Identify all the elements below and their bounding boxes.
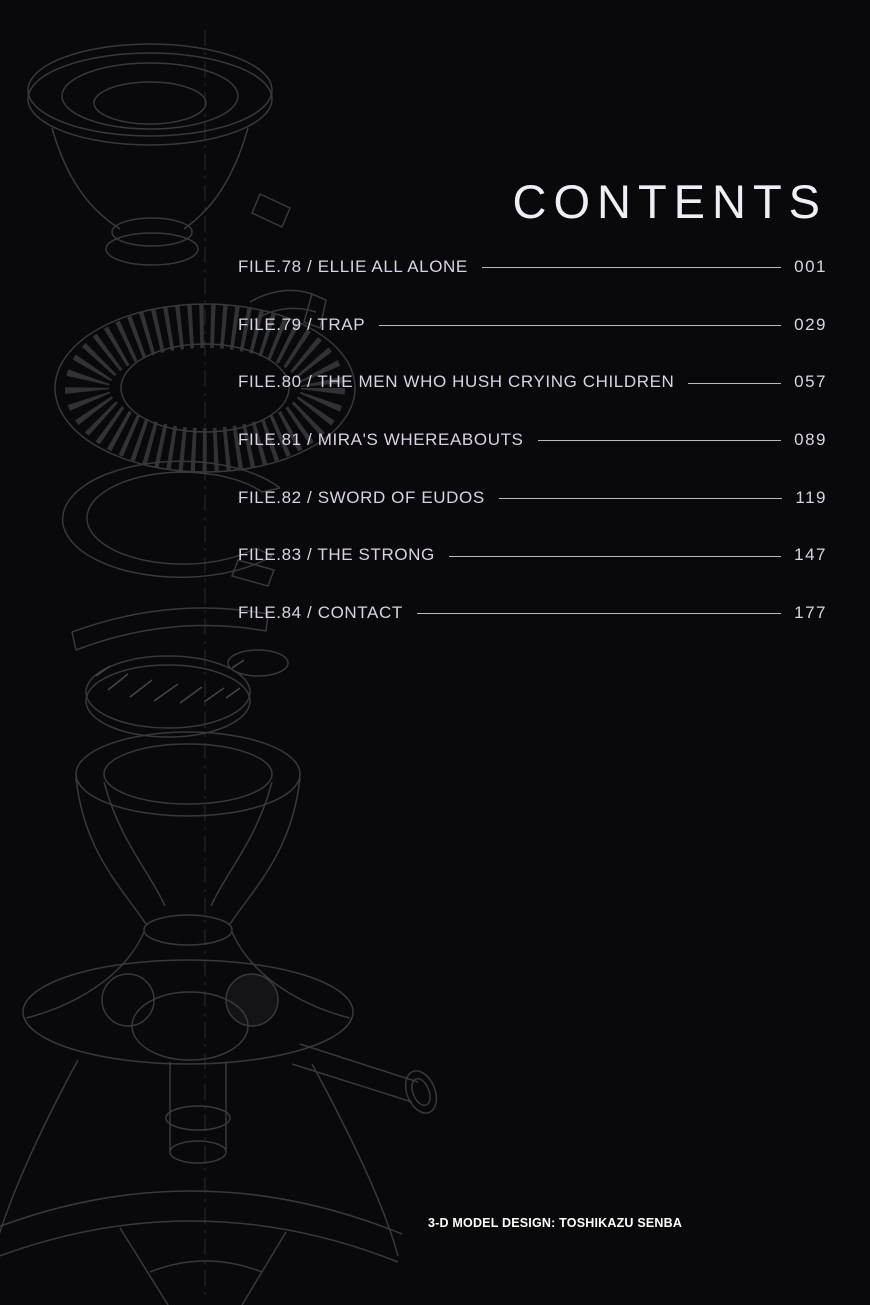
toc-leader-line (688, 382, 782, 384)
toc-leader-line (448, 555, 782, 557)
toc-entry: FILE.84 / CONTACT 177 (238, 584, 827, 642)
toc-leader-line (498, 498, 783, 500)
toc-entry: FILE.78 / ELLIE ALL ALONE 001 (238, 238, 827, 296)
page-title: CONTENTS (512, 175, 827, 228)
toc-leader-line (537, 440, 782, 442)
table-of-contents: FILE.78 / ELLIE ALL ALONE 001 FILE.79 / … (238, 238, 827, 642)
toc-entry-page: 177 (794, 602, 827, 622)
toc-entry-label: FILE.84 / CONTACT (238, 602, 403, 622)
toc-entry-label: FILE.83 / THE STRONG (238, 545, 435, 565)
toc-leader-line (416, 613, 782, 615)
toc-entry-label: FILE.80 / THE MEN WHO HUSH CRYING CHILDR… (238, 372, 675, 392)
toc-entry-label: FILE.81 / MIRA'S WHEREABOUTS (238, 429, 524, 449)
toc-leader-line (481, 267, 782, 269)
toc-entry-label: FILE.79 / TRAP (238, 314, 366, 334)
wireframe-linework (0, 43, 438, 1305)
toc-entry-page: 001 (794, 256, 827, 276)
credit-line: 3-D MODEL DESIGN: TOSHIKAZU SENBA (428, 1216, 683, 1230)
toc-entry-label: FILE.82 / SWORD OF EUDOS (238, 487, 485, 507)
toc-entry-label: FILE.78 / ELLIE ALL ALONE (238, 256, 468, 276)
toc-entry-page: 057 (794, 372, 827, 392)
toc-leader-line (379, 325, 782, 327)
toc-entry: FILE.81 / MIRA'S WHEREABOUTS 089 (238, 411, 827, 469)
toc-entry: FILE.83 / THE STRONG 147 (238, 526, 827, 584)
toc-entry: FILE.79 / TRAP 029 (238, 296, 827, 354)
toc-entry-page: 089 (794, 429, 827, 449)
toc-entry-page: 119 (795, 487, 827, 507)
toc-entry: FILE.82 / SWORD OF EUDOS 119 (238, 469, 827, 527)
toc-entry-page: 029 (794, 314, 827, 334)
toc-entry-page: 147 (794, 545, 827, 565)
toc-entry: FILE.80 / THE MEN WHO HUSH CRYING CHILDR… (238, 353, 827, 411)
